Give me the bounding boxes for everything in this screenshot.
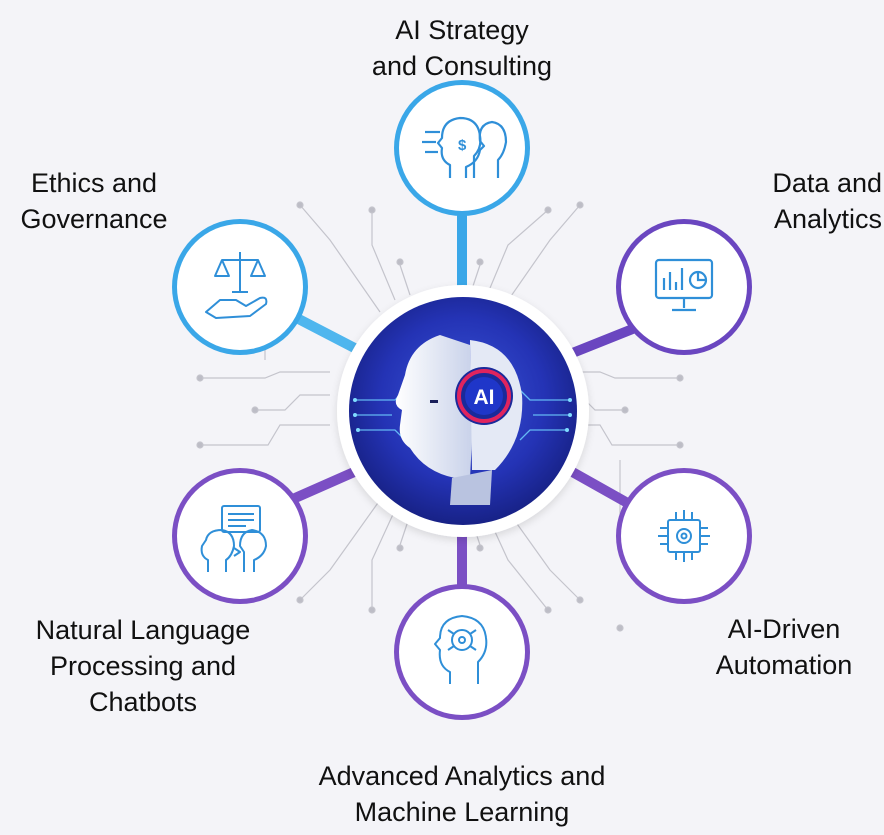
service-label-line: Natural Language: [35, 615, 251, 645]
service-node-ethics[interactable]: [172, 219, 308, 355]
service-label-line: Analytics: [773, 204, 882, 234]
service-label-automation: AI-Driven Automation: [685, 611, 883, 683]
service-label-line: Chatbots: [88, 687, 198, 717]
service-label-line: and Consulting: [371, 51, 553, 81]
service-label-strategy: AI Strategy and Consulting: [282, 12, 642, 84]
service-label-data: Data and Analytics: [600, 165, 882, 237]
head-dollar-icon: $: [422, 116, 508, 178]
service-label-line: Automation: [715, 650, 853, 680]
service-label-ethics: Ethics and Governance: [0, 165, 188, 237]
monitor-chart-icon: [654, 258, 714, 312]
chip-gear-icon: [658, 510, 710, 562]
human-robot-chat-icon: [200, 505, 267, 572]
service-node-strategy[interactable]: $: [394, 80, 530, 216]
ai-core: AI: [337, 285, 589, 537]
service-label-nlp: Natural Language Processing and Chatbots: [0, 612, 286, 720]
ai-robot-head-icon: [395, 335, 472, 478]
ai-badge: AI: [474, 386, 495, 409]
svg-text:$: $: [458, 137, 467, 154]
scales-hand-icon: [205, 252, 268, 319]
service-label-line: Advanced Analytics and: [318, 761, 606, 791]
service-label-line: AI Strategy: [395, 15, 529, 45]
service-label-line: AI-Driven: [727, 614, 841, 644]
service-node-data[interactable]: [616, 219, 752, 355]
service-node-ml[interactable]: [394, 584, 530, 720]
service-label-line: Machine Learning: [354, 797, 570, 827]
service-label-line: Governance: [20, 204, 168, 234]
service-label-line: Data and: [772, 168, 882, 198]
service-node-automation[interactable]: [616, 468, 752, 604]
service-label-line: Ethics and: [30, 168, 158, 198]
service-label-line: Processing and: [49, 651, 237, 681]
brain-head-icon: [434, 615, 488, 684]
service-node-nlp[interactable]: [172, 468, 308, 604]
service-label-ml: Advanced Analytics and Machine Learning: [262, 758, 662, 830]
